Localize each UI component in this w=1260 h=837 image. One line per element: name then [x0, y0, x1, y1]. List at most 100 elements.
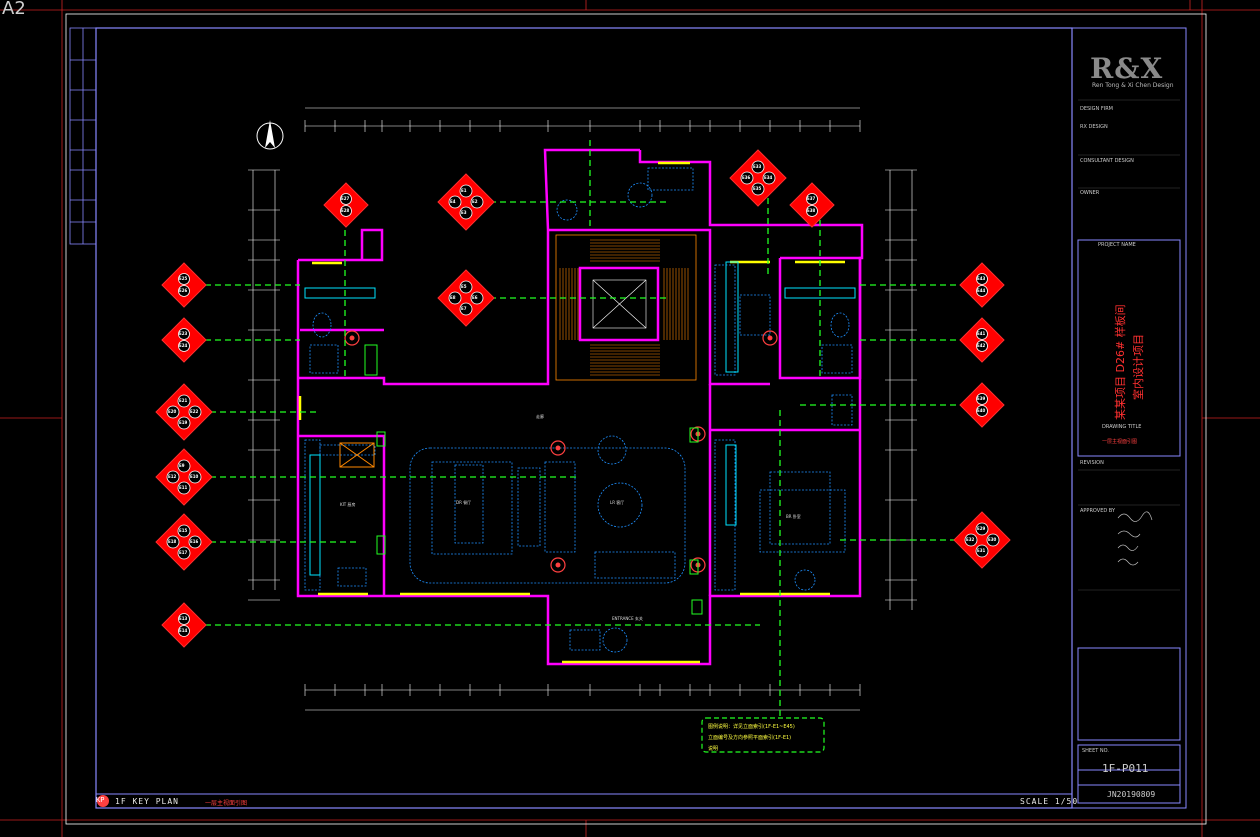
- elevation-marker-m1[interactable]: [437, 173, 495, 231]
- elevation-marker-m6[interactable]: [161, 262, 207, 308]
- elevation-code: E5: [461, 284, 467, 289]
- elevation-code: E32: [966, 537, 975, 542]
- elevation-code: E26: [179, 288, 188, 293]
- elevation-marker-m3[interactable]: [729, 149, 787, 207]
- elevation-code: E28: [341, 208, 350, 213]
- windows: [298, 161, 845, 664]
- floor-plan: [296, 148, 864, 666]
- elevation-markers: [155, 149, 1011, 648]
- elevation-marker-m12[interactable]: [959, 262, 1005, 308]
- company-logo: R&X: [1090, 52, 1164, 85]
- drawing-number: 1F-P011: [1102, 762, 1149, 775]
- kp-badge: KP: [96, 796, 105, 804]
- elevation-code: E17: [179, 550, 188, 555]
- elevation-code: E18: [168, 539, 177, 544]
- drawing-title-label: DRAWING TITLE: [1102, 424, 1142, 430]
- elevation-marker-m2[interactable]: [437, 269, 495, 327]
- elevation-marker-m14[interactable]: [959, 382, 1005, 428]
- elevation-code: E36: [742, 175, 751, 180]
- ceiling-lights: [344, 330, 778, 573]
- elevation-code: E23: [179, 331, 188, 336]
- elevation-marker-m9[interactable]: [155, 448, 213, 506]
- stair-treads: [559, 239, 689, 376]
- drawing-frame: [95, 27, 1073, 809]
- outer-border: [65, 13, 1207, 825]
- elevation-marker-m7[interactable]: [161, 317, 207, 363]
- elevation-marker-m10[interactable]: [155, 513, 213, 571]
- elevation-marker-m15[interactable]: [953, 511, 1011, 569]
- elevation-code: E31: [977, 548, 986, 553]
- elevation-code: E19: [179, 420, 188, 425]
- note-text: 图例说明：详见立面索引(1F-E1~E45) 立面编号及方向参照平面索引(1F-…: [708, 722, 795, 755]
- kitchen-hood: [339, 442, 375, 468]
- elevation-code: E15: [179, 528, 188, 533]
- elevation-code: E44: [977, 288, 986, 293]
- approval-label: APPROVED BY: [1080, 508, 1116, 514]
- elevation-code: E21: [179, 398, 188, 403]
- elevation-marker-m13[interactable]: [959, 317, 1005, 363]
- elevation-code: E22: [190, 409, 199, 414]
- fixtures: [304, 261, 856, 576]
- elevation-code: E7: [461, 306, 467, 311]
- project-name-label: PROJECT NAME: [1098, 242, 1136, 248]
- note-line-3: 说明: [708, 746, 719, 752]
- elevation-code: E27: [341, 196, 350, 201]
- sheet-subtitle: 一层主视面引图: [205, 800, 248, 807]
- sheet-title: 1F KEY PLAN: [115, 797, 179, 806]
- drawing-title: 一层主视面引图: [1102, 439, 1138, 445]
- elevation-marker-m11[interactable]: [161, 602, 207, 648]
- walls: [296, 148, 864, 666]
- elevation-marker-m8[interactable]: [155, 383, 213, 441]
- elevation-code: E41: [977, 331, 986, 336]
- furniture: [304, 167, 853, 653]
- room-label-bedroom: BR 卧室: [786, 514, 801, 519]
- elevation-code: E35: [753, 186, 762, 191]
- title-block: [1071, 27, 1187, 809]
- elevation-code: E3: [461, 210, 467, 215]
- elevation-code: E11: [179, 485, 188, 490]
- green-fixtures: [364, 344, 703, 615]
- room-label-kitchen: KIT 厨房: [340, 502, 356, 507]
- elevation-code: E20: [168, 409, 177, 414]
- project-name-line-1: 某某项目 D26# 样板间: [1114, 304, 1127, 420]
- elevation-code: E24: [179, 343, 188, 348]
- company-logo-subtitle: Ren Tong & Xi Chen Design: [1092, 82, 1174, 89]
- elevation-code: E8: [450, 295, 456, 300]
- elevation-marker-m5[interactable]: [789, 182, 835, 228]
- tb-field-label-2: OWNER: [1080, 190, 1100, 196]
- north-arrow-icon: [256, 120, 284, 150]
- room-label-corridor: 走廊: [536, 414, 544, 419]
- elevation-code: E4: [450, 199, 456, 204]
- elevation-code: E12: [168, 474, 177, 479]
- elevation-code: E30: [988, 537, 997, 542]
- elevation-code: E14: [179, 628, 188, 633]
- note-line-2: 立面编号及方向参照平面索引(1F-E1): [708, 735, 792, 741]
- kp-badge-icon: [97, 795, 109, 807]
- elevation-code: E6: [472, 295, 478, 300]
- title-block-rows: [1078, 99, 1180, 591]
- sheet-scale: SCALE 1/50: [1020, 797, 1079, 806]
- sheet-no-label: SHEET NO.: [1082, 748, 1109, 754]
- elevation-code: E10: [190, 474, 199, 479]
- elevation-code: E25: [179, 276, 188, 281]
- elevation-code: E33: [753, 164, 762, 169]
- elevation-code: E29: [977, 526, 986, 531]
- zone-tag: A2: [2, 0, 26, 19]
- job-number: JN20190809: [1107, 790, 1156, 799]
- revision-label: REVISION: [1080, 460, 1104, 466]
- stairs: [555, 234, 697, 381]
- elevation-code: E13: [179, 616, 188, 621]
- elevator: [592, 279, 647, 329]
- elevation-code: E37: [807, 196, 816, 201]
- tb-field-label-0: DESIGN FIRM: [1080, 106, 1114, 112]
- elevation-code: E40: [977, 408, 986, 413]
- elevation-marker-m4[interactable]: [323, 182, 369, 228]
- note-box: [701, 717, 825, 753]
- room-label-entrance: ENTRANCE 玄关: [612, 616, 643, 621]
- elevation-code: E2: [472, 199, 478, 204]
- signature-marks: [1117, 511, 1153, 566]
- elevation-lines: [195, 140, 980, 720]
- project-name-line-2: 室内设计项目: [1132, 334, 1145, 400]
